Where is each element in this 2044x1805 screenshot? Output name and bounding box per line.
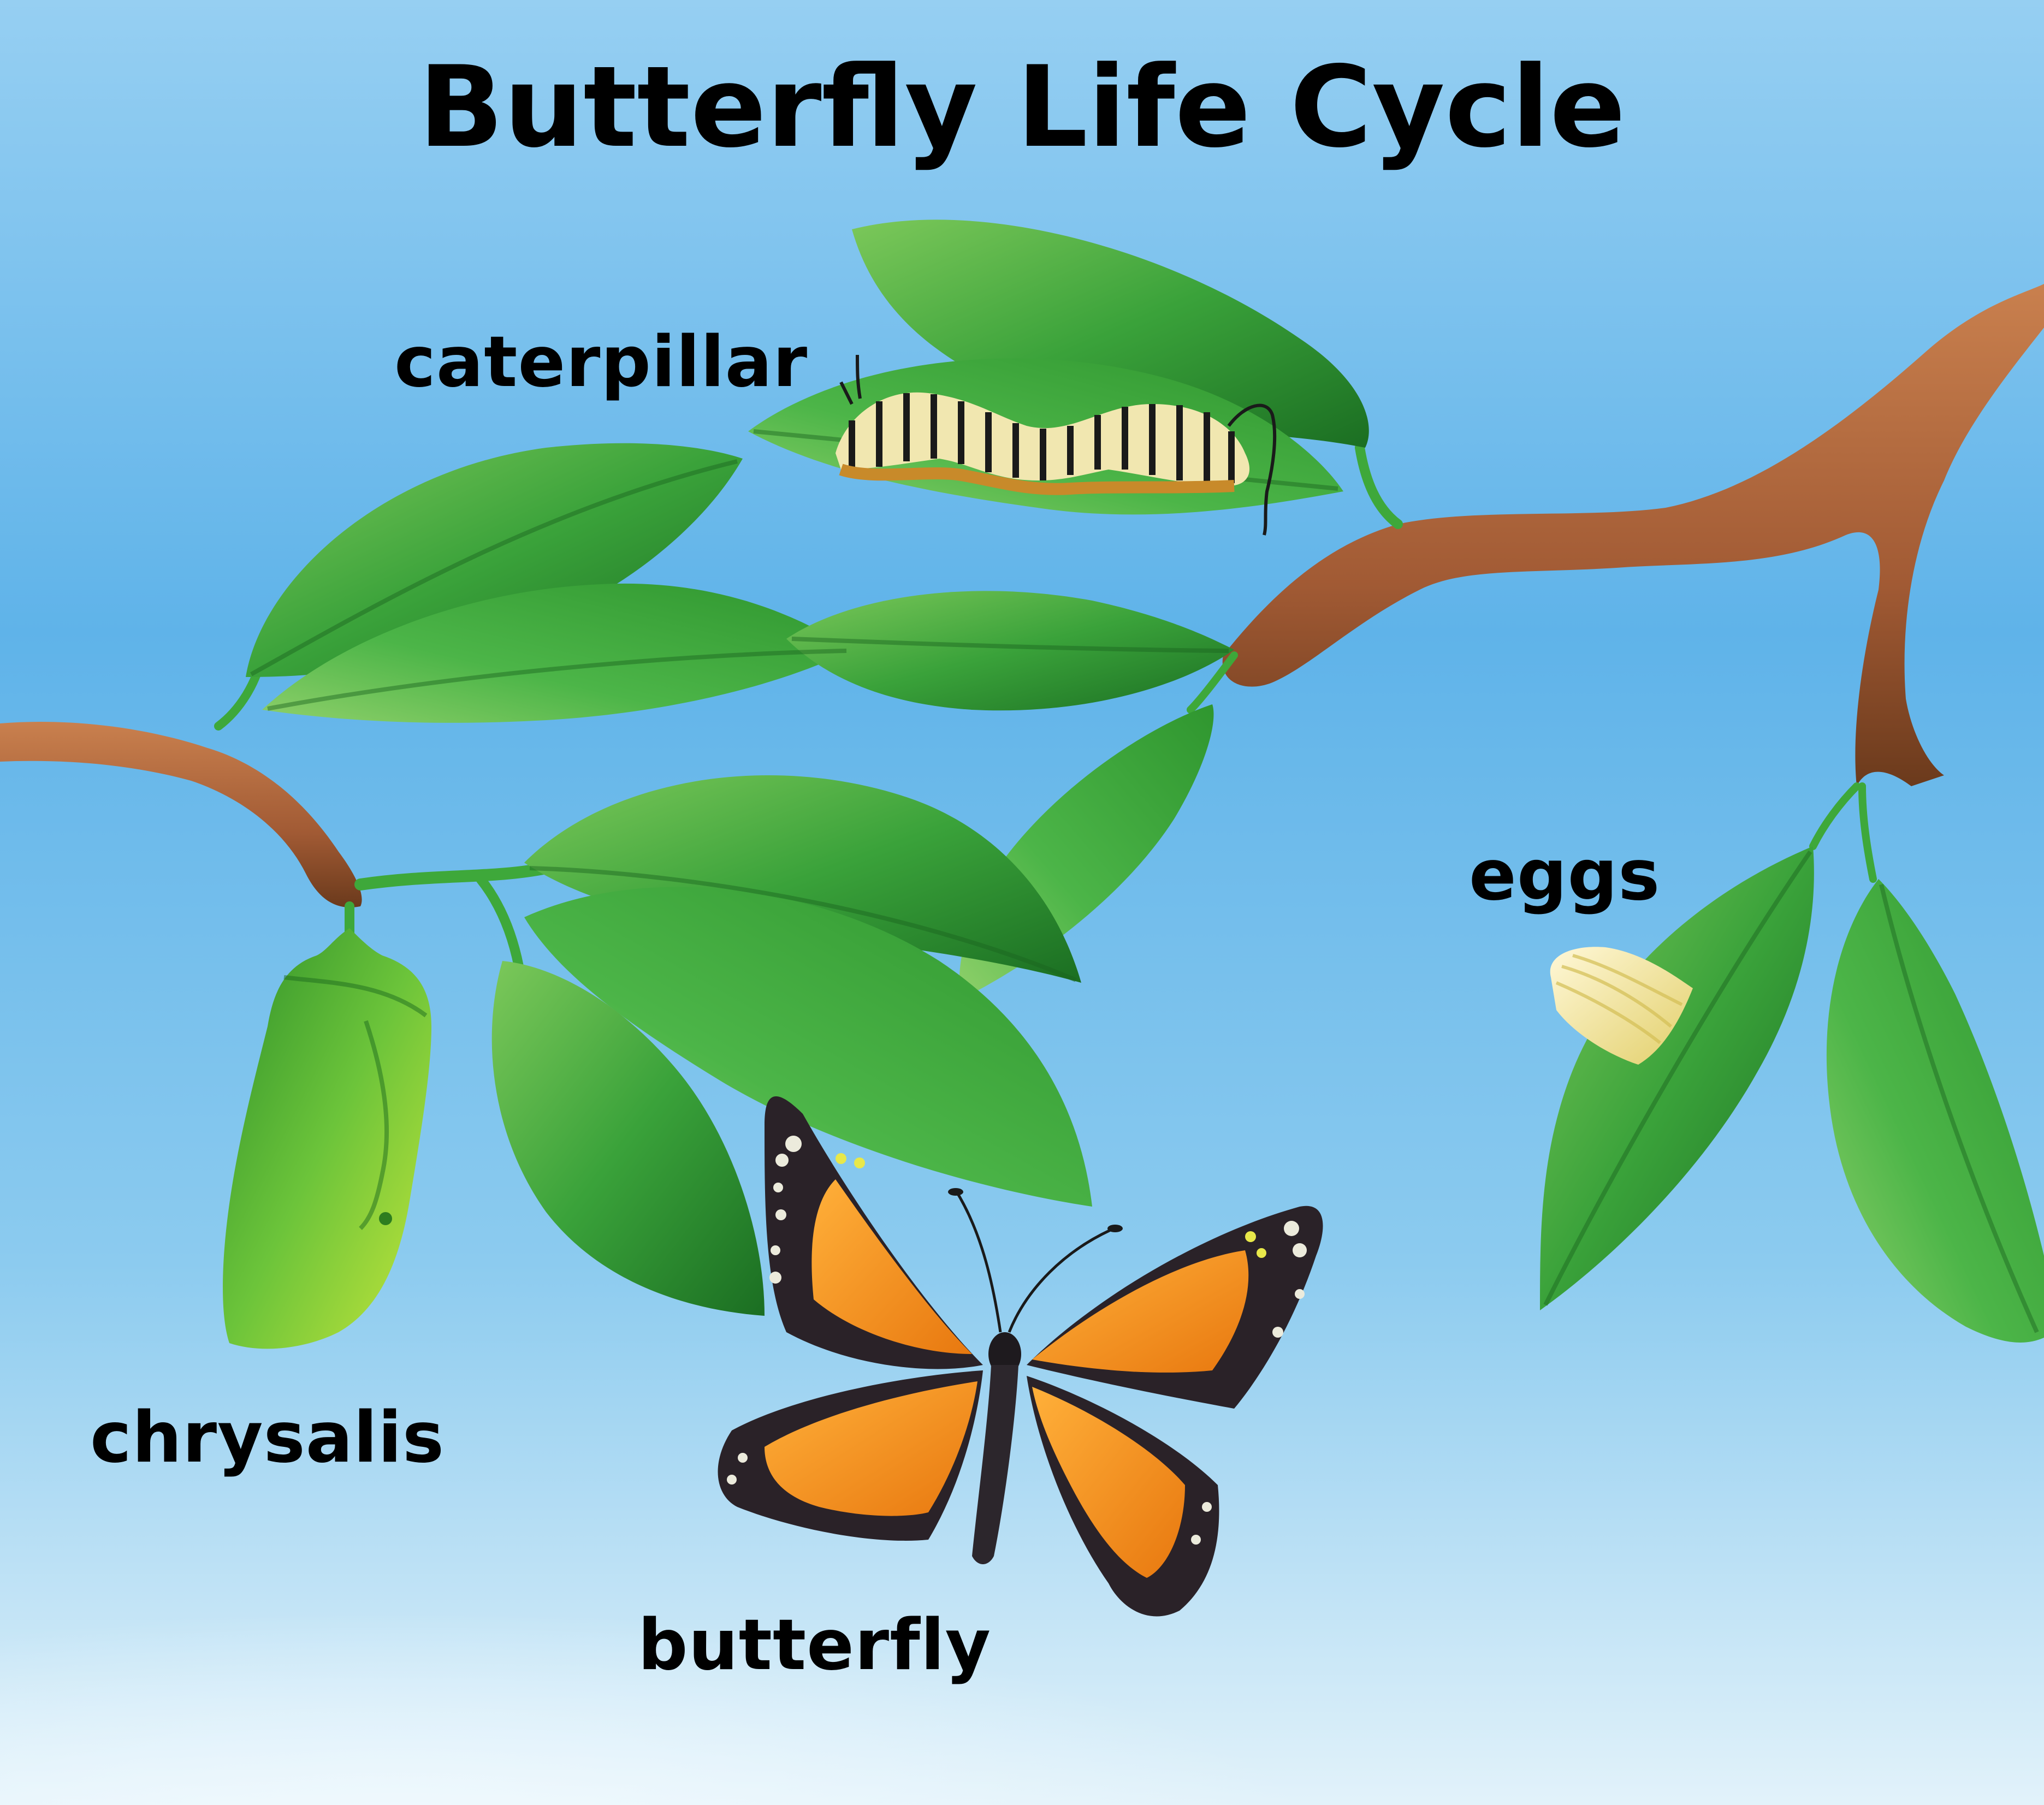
- stage-label-caterpillar: caterpillar: [394, 322, 808, 403]
- stage-label-butterfly: butterfly: [638, 1605, 992, 1686]
- cloud-haze: [0, 1365, 1747, 1805]
- egg-illustration: [1550, 947, 1693, 1065]
- butterfly-illustration: [718, 1096, 1323, 1617]
- caterpillar-illustration: [836, 354, 1277, 536]
- stage-label-eggs: eggs: [1469, 835, 1661, 916]
- stage-label-chrysalis: chrysalis: [90, 1397, 445, 1479]
- page-title: Butterfly Life Cycle: [418, 43, 1626, 173]
- chrysalis-illustration: [223, 928, 431, 1349]
- branch: [0, 284, 2044, 907]
